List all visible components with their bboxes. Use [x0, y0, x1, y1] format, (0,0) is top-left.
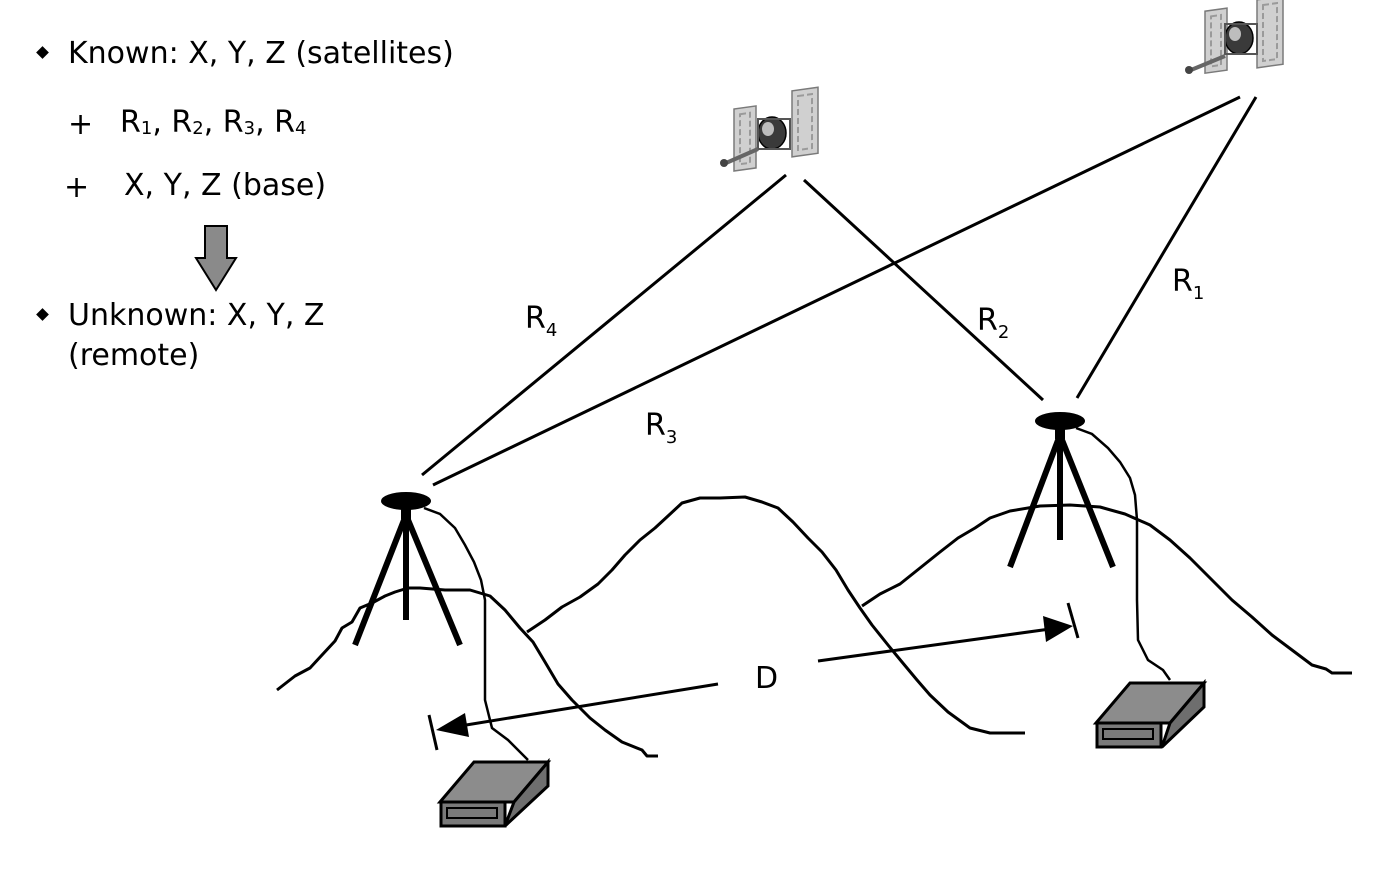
base-label: X, Y, Z (base)	[124, 168, 327, 203]
terrain	[276, 495, 1352, 758]
range-lines	[421, 95, 1258, 487]
range-line-r3	[432, 95, 1241, 487]
receiver-icon	[1092, 678, 1208, 749]
range-line-r1	[1075, 96, 1258, 399]
distance-label: D	[755, 661, 778, 696]
hill-right	[861, 503, 1352, 675]
range-r2: R2,	[171, 105, 223, 140]
range-r4: R4	[274, 105, 307, 140]
range-line-r2	[802, 178, 1045, 402]
range-label-r1: R1	[1172, 264, 1204, 304]
arrowhead-right-icon	[1043, 616, 1073, 642]
tripod-icon	[352, 492, 463, 647]
tripod-icon	[1007, 412, 1116, 569]
cable-left	[423, 506, 529, 761]
cables	[423, 426, 1172, 761]
unknown-label: Unknown: X, Y, Z	[68, 298, 325, 333]
range-list: R1, R2, R3, R4	[120, 105, 306, 145]
range-label-r2: R2	[977, 303, 1009, 343]
hill-middle	[526, 495, 1025, 735]
satellite-icon	[1185, 0, 1284, 75]
receiver-icon	[436, 757, 552, 828]
range-line-r4	[421, 173, 787, 477]
down-arrow-icon	[194, 225, 238, 292]
satellite-icon	[720, 86, 819, 172]
range-r3: R3,	[222, 105, 275, 140]
distance-arrow	[427, 602, 1080, 751]
plus-sign-ranges: +	[68, 107, 94, 142]
plus-sign-base: +	[64, 170, 90, 205]
hill-left	[276, 586, 658, 758]
arrowhead-left-icon	[436, 713, 469, 737]
known-label: Known: X, Y, Z (satellites)	[68, 36, 454, 71]
range-label-r3: R3	[645, 408, 677, 448]
range-r1: R1,	[120, 105, 172, 140]
range-label-r4: R4	[525, 301, 557, 341]
unknown-sublabel: (remote)	[68, 338, 200, 373]
cable-right	[1075, 426, 1172, 681]
